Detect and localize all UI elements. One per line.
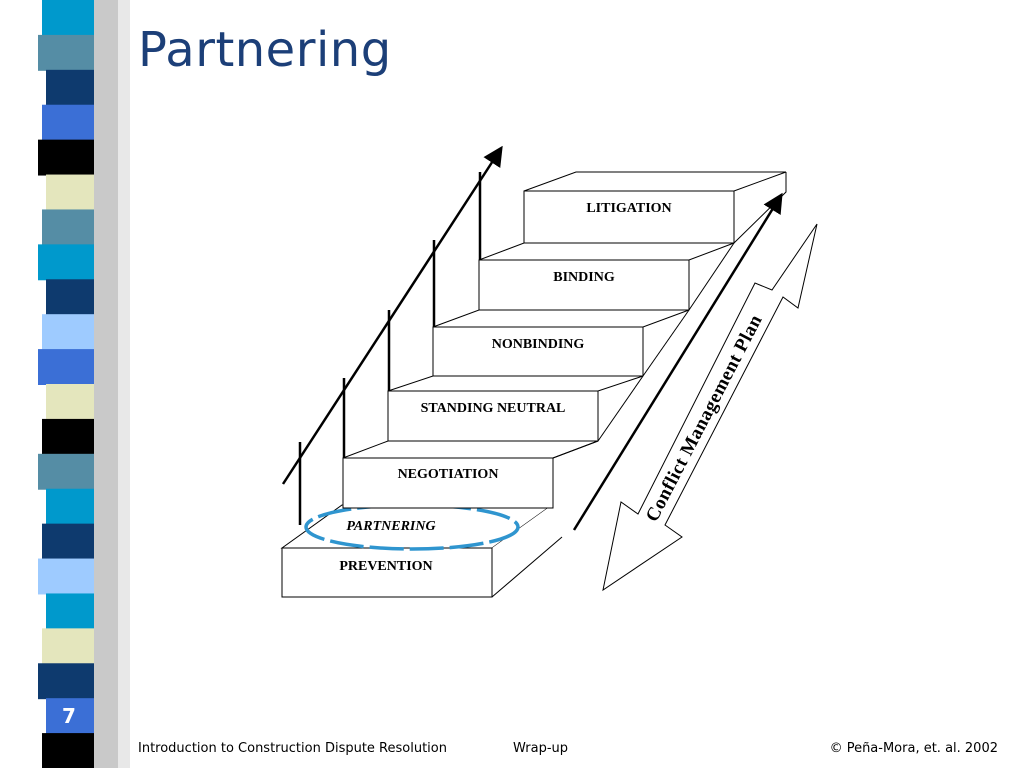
step-label-standing-neutral: STANDING NEUTRAL	[421, 401, 566, 416]
sidebar-stripe-block	[38, 453, 94, 490]
sidebar-stripe-block	[42, 104, 94, 141]
sidebar-stripe-block	[46, 279, 94, 316]
sidebar-shadow-soft	[118, 0, 130, 768]
sidebar-stripe-block	[42, 209, 94, 246]
footer-copyright: © Peña-Mora, et. al. 2002	[829, 741, 998, 756]
step-standing-neutral: STANDING NEUTRAL	[387, 375, 644, 442]
footer-section-name: Wrap-up	[513, 741, 569, 756]
sidebar-stripe-block	[42, 0, 94, 36]
step-label-prevention: PREVENTION	[339, 559, 432, 574]
slide-title: Partnering	[138, 22, 392, 78]
sidebar-stripe-block	[46, 384, 94, 420]
conflict-management-plan-label: Conflict Management Plan	[642, 311, 767, 525]
staircase-right-edge	[552, 242, 735, 508]
sidebar-stripe-block	[38, 244, 94, 281]
sidebar-stripe-block	[46, 593, 94, 630]
page-number: 7	[62, 704, 76, 728]
sidebar-stripe-block	[46, 69, 94, 106]
sidebar-stripe-block	[42, 523, 94, 560]
step-binding: BINDING	[478, 242, 735, 311]
sidebar-shadow	[92, 0, 118, 768]
sidebar-stripe-block	[38, 139, 94, 176]
sidebar-stripe-block	[42, 733, 94, 768]
step-prevention: PREVENTION	[280, 504, 563, 598]
sidebar-stripe-block	[42, 628, 94, 665]
decorative-sidebar-stripe	[38, 0, 130, 768]
sidebar-stripe-block	[38, 663, 94, 700]
sidebar-stripe-block	[38, 34, 94, 71]
sidebar-stripe-block	[42, 314, 94, 351]
step-label-negotiation: NEGOTIATION	[398, 467, 499, 482]
sidebar-stripe-block	[42, 418, 94, 455]
escalation-arrow	[572, 192, 783, 531]
handrail	[281, 145, 503, 525]
sidebar-stripe-block	[38, 558, 94, 595]
step-label-litigation: LITIGATION	[586, 201, 671, 216]
step-negotiation: NEGOTIATION	[342, 440, 599, 509]
step-nonbinding: NONBINDING	[432, 309, 690, 377]
sidebar-stripe-block	[46, 698, 94, 735]
slide-footer: Introduction to Construction Dispute Res…	[0, 741, 1024, 761]
sidebar-stripe-block	[38, 349, 94, 385]
step-litigation: LITIGATION	[523, 171, 787, 244]
footer-course-title: Introduction to Construction Dispute Res…	[138, 741, 447, 756]
step-label-binding: BINDING	[553, 270, 615, 285]
step-label-partnering: PARTNERING	[346, 519, 435, 534]
sidebar-stripe-block	[46, 174, 94, 211]
sidebar-stripe-block	[46, 488, 94, 525]
step-label-nonbinding: NONBINDING	[492, 337, 585, 352]
